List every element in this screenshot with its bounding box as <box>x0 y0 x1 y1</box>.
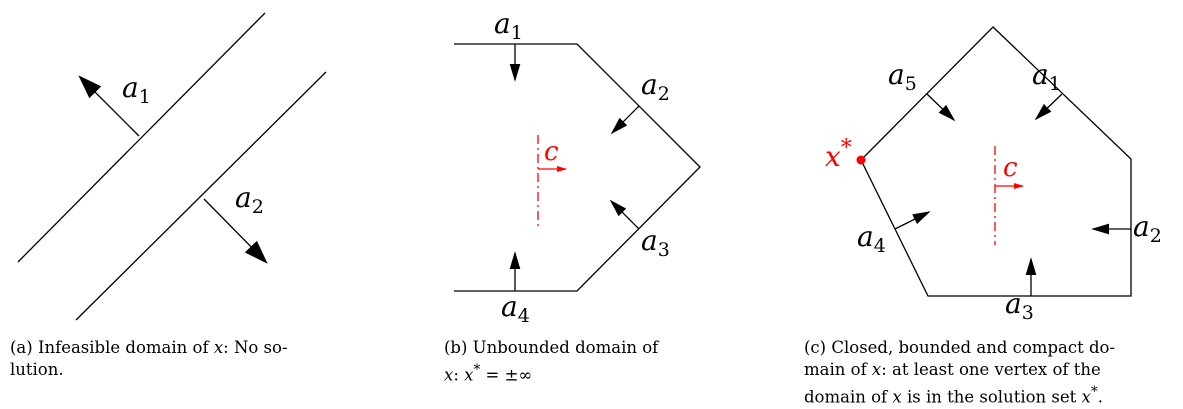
label-x-star: x* <box>825 136 852 173</box>
caption-c-line1: (c) Closed, bounded and compact do- <box>804 338 1116 357</box>
optimal-vertex-x-star <box>856 155 866 165</box>
label-a2: a2 <box>641 68 670 105</box>
caption-c-line2: main of x: at least one vertex of the <box>804 360 1101 379</box>
caption-a-line2: lution. <box>10 360 64 379</box>
label-c: c <box>1003 153 1018 183</box>
label-c: c <box>544 137 559 167</box>
normal-arrow-a1 <box>1034 93 1063 121</box>
label-a3: a3 <box>1005 287 1034 324</box>
caption-a: (a) Infeasible domain of x: No so- lutio… <box>10 337 340 381</box>
unbounded-domain-boundary <box>454 43 701 292</box>
normal-arrow-a2 <box>610 105 640 135</box>
pentagon-domain <box>860 26 1132 297</box>
normal-arrow-a2 <box>203 198 268 264</box>
caption-b-line2: x: x* = ±∞ <box>444 362 533 385</box>
caption-c-line3: domain of x is in the solution set x*. <box>804 384 1103 407</box>
caption-c: (c) Closed, bounded and compact do- main… <box>804 337 1180 409</box>
caption-b: (b) Unbounded domain of x: x* = ±∞ <box>444 337 744 387</box>
caption-b-line1: (b) Unbounded domain of <box>444 338 659 357</box>
label-a1: a1 <box>122 71 151 108</box>
label-a4: a4 <box>501 290 530 327</box>
panel-c: c x* a1 a2 a3 a4 a5 <box>825 26 1162 324</box>
normal-arrow-a1 <box>78 75 140 137</box>
label-a1: a1 <box>1032 58 1061 95</box>
normal-arrow-a4 <box>894 211 931 230</box>
constraint-line-1 <box>17 12 266 263</box>
normal-arrow-a3 <box>609 199 640 230</box>
label-a3: a3 <box>641 224 670 261</box>
label-a1: a1 <box>494 7 523 44</box>
panel-b: c a1 a2 a3 a4 <box>454 7 701 327</box>
constraint-line-2 <box>75 71 327 321</box>
panel-a: a1 a2 <box>17 12 327 321</box>
caption-a-line1: (a) Infeasible domain of x: No so- <box>10 338 288 357</box>
label-a5: a5 <box>888 58 917 95</box>
label-a2: a2 <box>235 181 264 218</box>
normal-arrow-a5 <box>926 93 956 122</box>
label-a2: a2 <box>1133 210 1162 247</box>
label-a4: a4 <box>857 220 886 257</box>
